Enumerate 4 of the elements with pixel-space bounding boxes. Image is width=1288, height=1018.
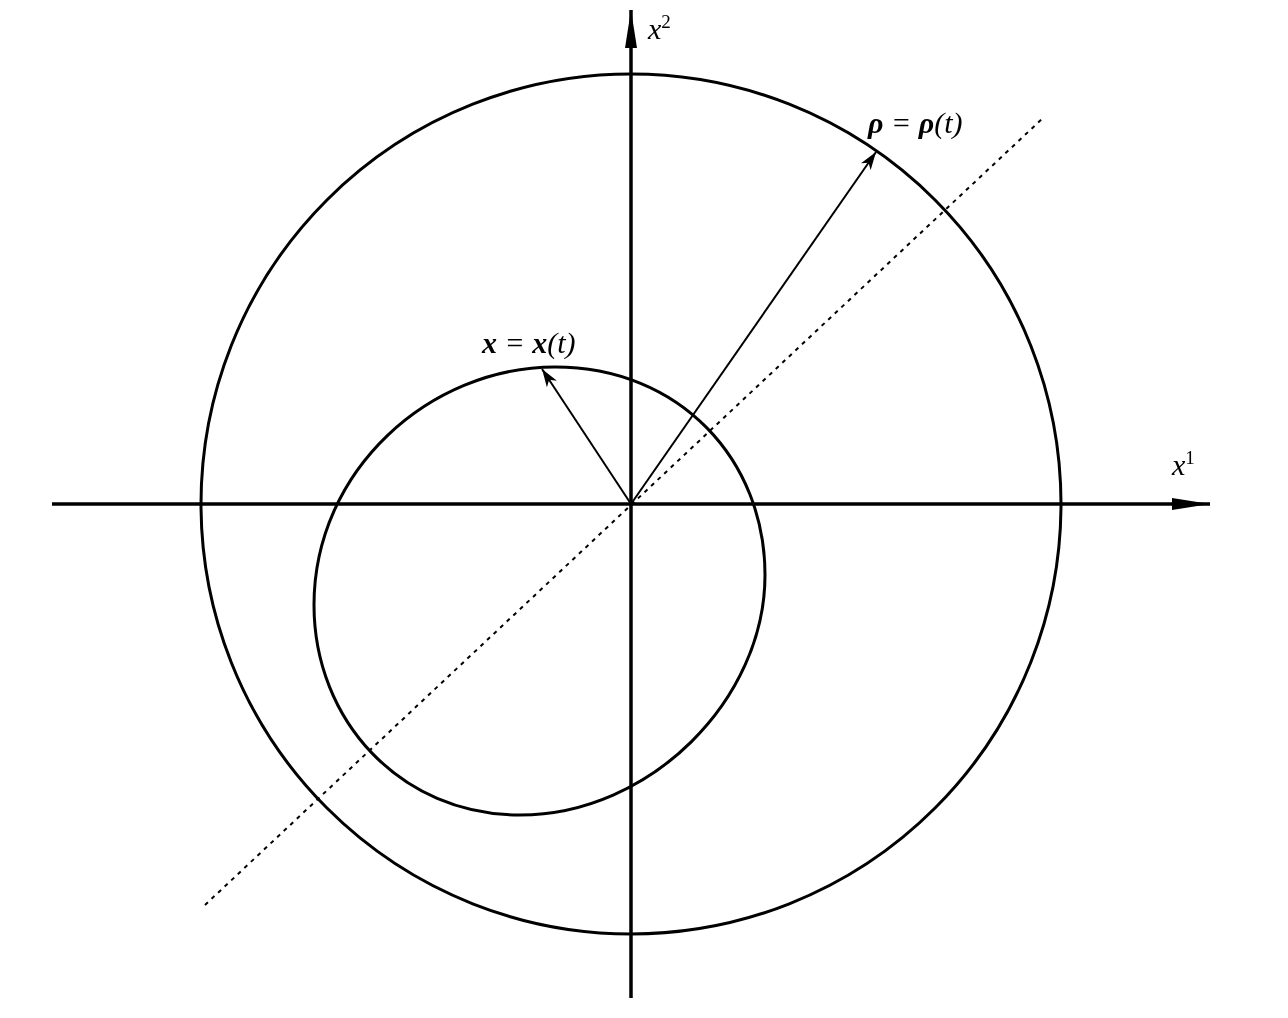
axis-label: x$^{1}$ [1172,448,1195,480]
vector-label: ρ = ρ(t) [868,108,963,138]
vector-label: x = x(t) [482,328,576,358]
axis-label: x$^{2}$ [648,12,671,44]
